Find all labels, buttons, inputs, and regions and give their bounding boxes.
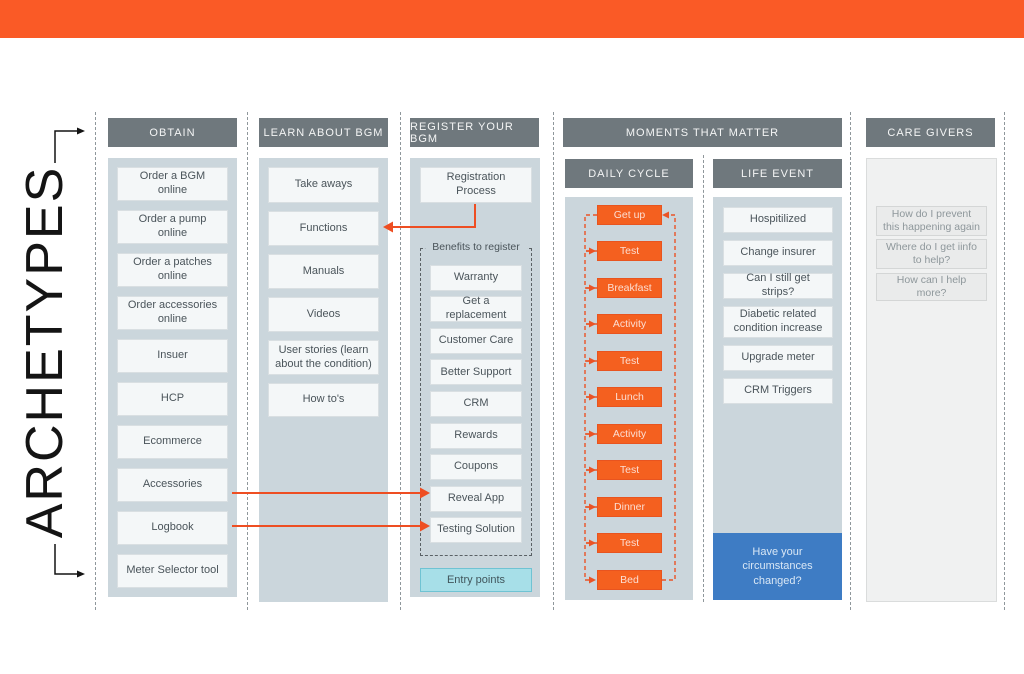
care-givers-header: CARE GIVERS — [866, 118, 995, 147]
column-divider — [1004, 112, 1005, 610]
learn-header: LEARN ABOUT BGM — [259, 118, 388, 147]
obtain-item: Order a BGM online — [117, 167, 228, 201]
daily-cycle-step: Lunch — [597, 387, 662, 407]
life-event-item: Upgrade meter — [723, 345, 833, 371]
benefit-item: CRM — [430, 390, 522, 417]
benefit-item: Reveal App — [430, 485, 522, 512]
daily-cycle-step: Breakfast — [597, 278, 662, 298]
moments-header: MOMENTS THAT MATTER — [563, 118, 842, 147]
learn-item: Functions — [268, 211, 379, 246]
entry-points-badge: Entry points — [420, 568, 532, 592]
learn-item: User stories (learn about the condition) — [268, 340, 379, 375]
column-divider — [247, 112, 248, 610]
learn-item: Take aways — [268, 167, 379, 203]
obtain-header: OBTAIN — [108, 118, 237, 147]
obtain-item: HCP — [117, 382, 228, 416]
column-divider — [850, 112, 851, 610]
daily-cycle-panel: Get up Test Breakfast Activity Test Lunc… — [565, 197, 693, 600]
benefit-item: Rewards — [430, 422, 522, 449]
benefit-item: Customer Care — [430, 327, 522, 354]
obtain-item: Meter Selector tool — [117, 554, 228, 588]
top-accent-bar — [0, 0, 1024, 38]
obtain-item: Logbook — [117, 511, 228, 545]
life-event-item: CRM Triggers — [723, 378, 833, 404]
obtain-item: Order accessories online — [117, 296, 228, 330]
registration-process-card: Registration Process — [420, 167, 532, 203]
care-givers-panel: How do I prevent this happening again Wh… — [866, 158, 997, 602]
obtain-item: Insuer — [117, 339, 228, 373]
bracket-arrowhead — [77, 570, 85, 578]
moments-inner-divider — [703, 155, 704, 602]
obtain-item: Order a patches online — [117, 253, 228, 287]
register-header: REGISTER YOUR BGM — [410, 118, 539, 147]
column-divider — [400, 112, 401, 610]
life-event-panel: Hospitilized Change insurer Can I still … — [713, 197, 842, 600]
benefit-item: Get a replacement — [430, 295, 522, 323]
care-giver-item: How do I prevent this happening again — [876, 206, 987, 236]
obtain-item: Ecommerce — [117, 425, 228, 459]
learn-item: Manuals — [268, 254, 379, 289]
care-giver-item: How can I help more? — [876, 273, 987, 301]
benefit-item: Better Support — [430, 359, 522, 386]
daily-cycle-header: DAILY CYCLE — [565, 159, 693, 188]
archetypes-vertical-title: ARCHETYPES — [16, 165, 74, 539]
daily-cycle-step: Activity — [597, 314, 662, 334]
obtain-item: Order a pump online — [117, 210, 228, 244]
life-event-item: Diabetic related condition increase — [723, 306, 833, 338]
bracket-arrowhead — [77, 127, 85, 135]
learn-panel: Take aways Functions Manuals Videos User… — [259, 158, 388, 602]
daily-cycle-step: Test — [597, 533, 662, 553]
daily-cycle-step: Dinner — [597, 497, 662, 517]
column-divider — [95, 112, 96, 610]
daily-cycle-step: Test — [597, 351, 662, 371]
life-event-item: Can I still get strips? — [723, 272, 833, 299]
benefit-item: Coupons — [430, 454, 522, 481]
column-divider — [553, 112, 554, 610]
life-event-item: Hospitilized — [723, 207, 833, 233]
daily-cycle-step: Activity — [597, 424, 662, 444]
daily-cycle-step: Test — [597, 460, 662, 480]
care-giver-item: Where do I get iinfo to help? — [876, 239, 987, 269]
learn-item: How to's — [268, 383, 379, 417]
daily-cycle-step: Get up — [597, 205, 662, 225]
circumstances-changed-callout: Have your circumstances changed? — [713, 533, 842, 600]
benefits-to-register-group: Benefits to register Warranty Get a repl… — [420, 241, 532, 556]
obtain-item: Accessories — [117, 468, 228, 502]
life-event-item: Change insurer — [723, 240, 833, 266]
daily-cycle-step: Test — [597, 241, 662, 261]
obtain-panel: Order a BGM online Order a pump online O… — [108, 158, 237, 597]
benefit-item: Warranty — [430, 264, 522, 291]
register-panel: Registration Process Benefits to registe… — [410, 158, 540, 597]
benefits-to-register-label: Benefits to register — [425, 241, 527, 253]
daily-cycle-step: Bed — [597, 570, 662, 590]
life-event-header: LIFE EVENT — [713, 159, 842, 188]
learn-item: Videos — [268, 297, 379, 332]
benefit-item: Testing Solution — [430, 517, 522, 544]
